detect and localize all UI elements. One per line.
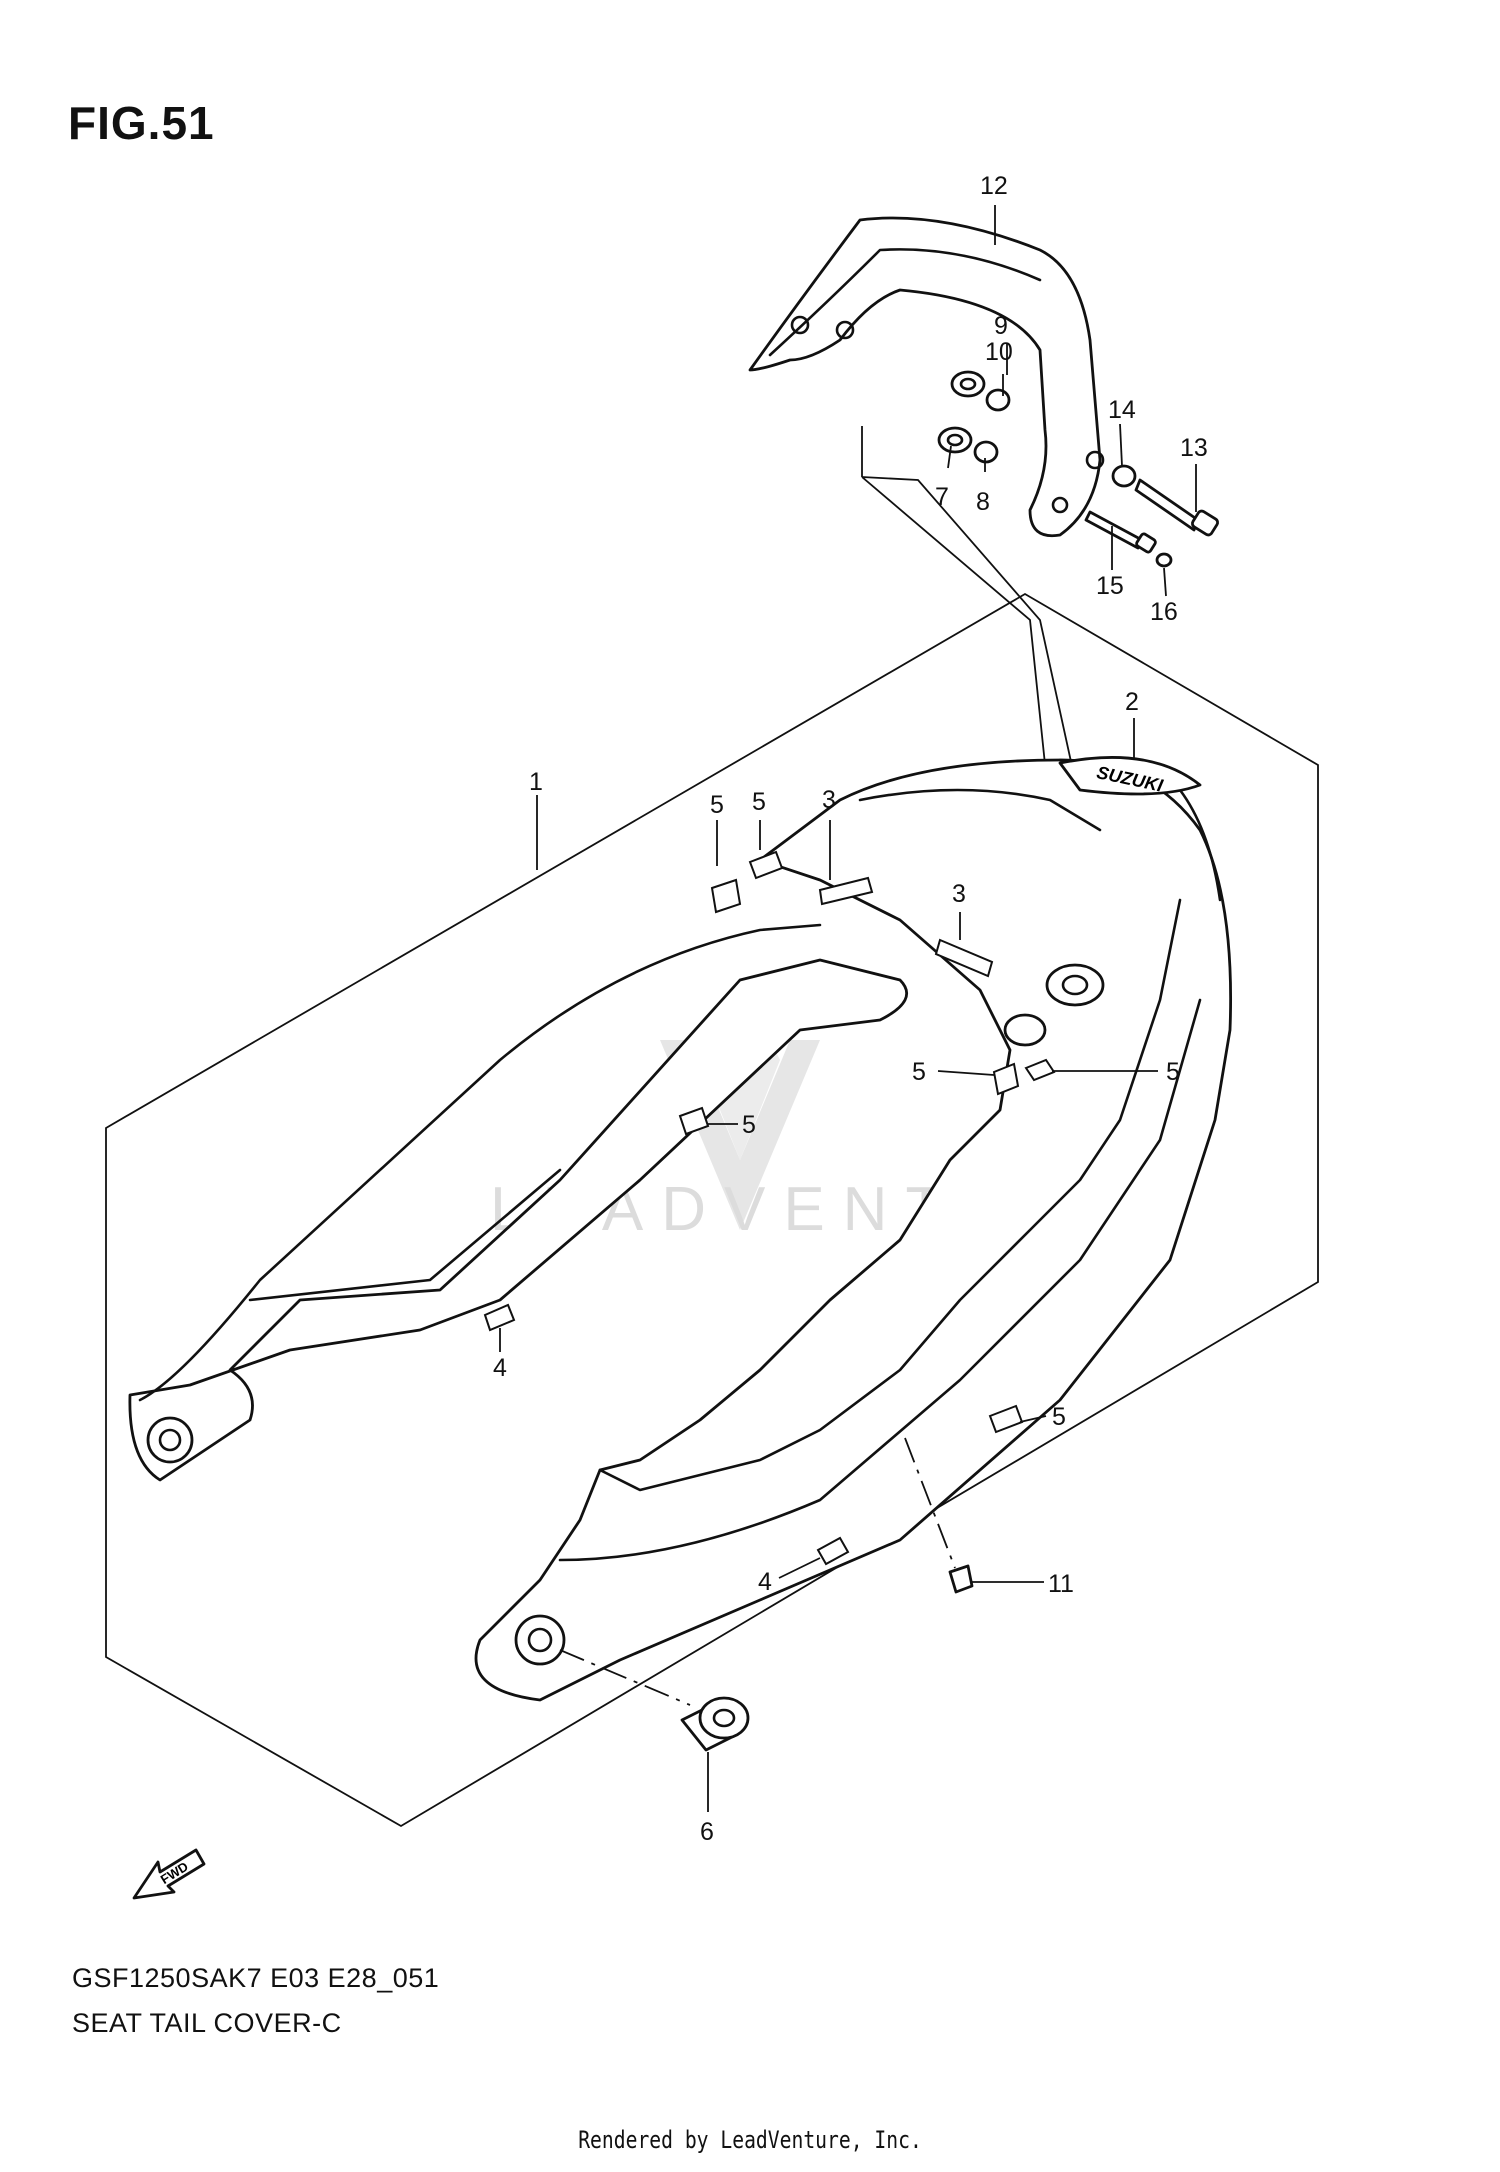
callout-8: 8 — [976, 488, 990, 516]
callout-11: 11 — [1048, 1570, 1074, 1598]
callout-16: 16 — [1150, 598, 1178, 626]
callout-5-f: 5 — [1052, 1403, 1066, 1431]
brand-emblem — [1058, 756, 1202, 796]
callout-15: 15 — [1096, 572, 1124, 600]
callout-10: 10 — [985, 338, 1013, 366]
seat-tail-cover: SUZUKI — [128, 756, 1233, 1702]
callout-1: 1 — [529, 768, 543, 796]
bolt-set — [1084, 464, 1219, 568]
callout-2: 2 — [1125, 688, 1139, 716]
callout-9: 9 — [994, 312, 1008, 340]
forward-arrow-icon: FWD — [132, 1848, 206, 1900]
callout-5-d: 5 — [1166, 1058, 1180, 1086]
figure-title: FIG.51 — [68, 97, 215, 149]
grommet — [680, 1696, 750, 1752]
clip-nut — [948, 1564, 974, 1594]
figure-code: GSF1250SAK7 E03 E28_051 — [72, 1963, 440, 1993]
callout-6: 6 — [700, 1818, 714, 1846]
decal-set — [483, 850, 1056, 1566]
callout-4-a: 4 — [493, 1354, 507, 1382]
callout-5-e: 5 — [742, 1111, 756, 1139]
assembly-outline — [105, 592, 1319, 1828]
callout-labels: 12 9 10 14 13 7 8 15 16 2 1 5 5 3 3 5 5 … — [493, 172, 1208, 1846]
callout-3-a: 3 — [822, 786, 836, 814]
render-credit: Rendered by LeadVenture, Inc. — [578, 2126, 922, 2154]
callout-5-c: 5 — [912, 1058, 926, 1086]
callout-14: 14 — [1108, 396, 1136, 424]
spacer-set — [937, 370, 1011, 464]
callout-12: 12 — [980, 172, 1008, 200]
leader-lines — [499, 205, 1197, 1812]
callout-7: 7 — [935, 483, 949, 511]
callout-5-b: 5 — [752, 788, 766, 816]
grab-rail — [748, 216, 1102, 538]
callout-13: 13 — [1180, 434, 1208, 462]
figure-name: SEAT TAIL COVER-C — [72, 2008, 342, 2038]
callout-5-a: 5 — [710, 791, 724, 819]
callout-3-b: 3 — [952, 880, 966, 908]
callout-4-b: 4 — [758, 1568, 772, 1596]
